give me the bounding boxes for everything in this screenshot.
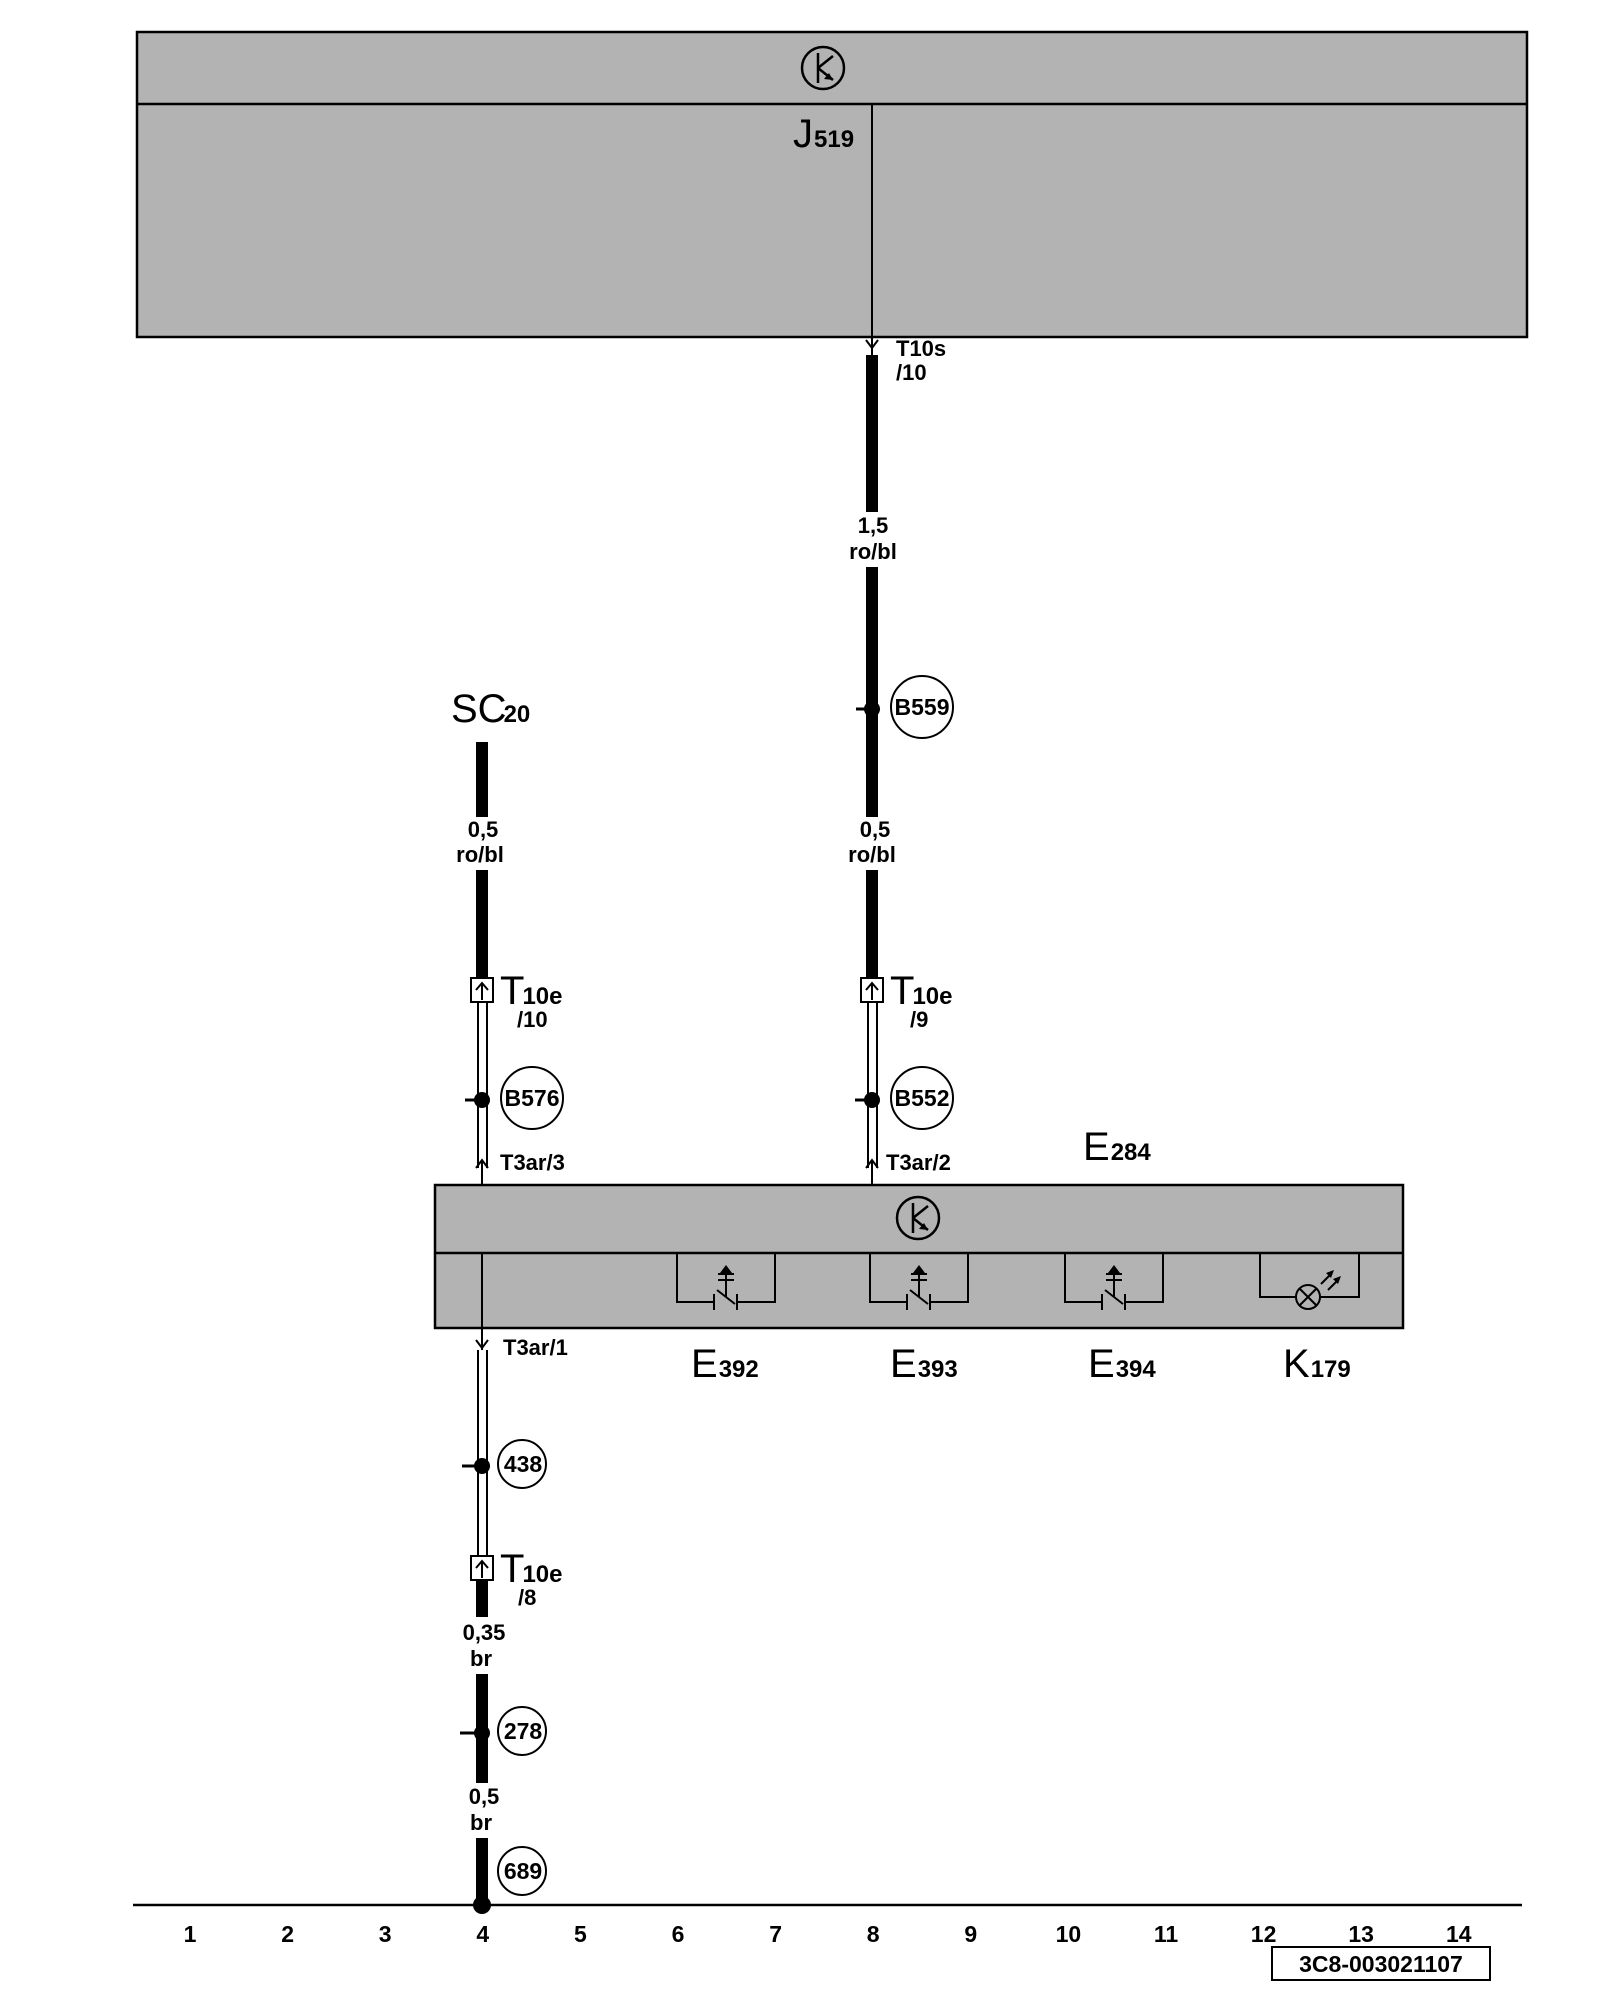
node-689: 689 bbox=[497, 1846, 547, 1896]
connector-t10e-8: T10e /8 bbox=[470, 1547, 562, 1610]
t3ar-3-label: T3ar/3 bbox=[500, 1150, 565, 1175]
svg-text:T10e: T10e bbox=[890, 969, 952, 1013]
wire1-color: ro/bl bbox=[849, 539, 897, 564]
unit-e284: E284 bbox=[433, 1125, 1405, 1386]
electronic-symbol-icon bbox=[895, 1195, 941, 1241]
e392-label: E392 bbox=[691, 1342, 759, 1386]
column-number: 2 bbox=[281, 1921, 294, 1947]
wire5-color: br bbox=[470, 1810, 492, 1835]
j519-label: J519 bbox=[793, 112, 854, 156]
wire1-size: 1,5 bbox=[858, 513, 889, 538]
svg-text:B552: B552 bbox=[895, 1085, 950, 1111]
switch-e394-icon bbox=[1064, 1253, 1164, 1310]
column-number: 14 bbox=[1446, 1921, 1472, 1947]
t10s-pin: /10 bbox=[896, 360, 927, 385]
svg-text:278: 278 bbox=[504, 1718, 543, 1744]
column-number: 11 bbox=[1154, 1921, 1179, 1947]
switch-e393-icon bbox=[869, 1253, 969, 1310]
wire-col4-upper: SC20 0,5 ro/bl T10e /10 B576 T3ar/3 bbox=[451, 687, 565, 1185]
wire3-size: 0,5 bbox=[468, 817, 499, 842]
column-number: 1 bbox=[184, 1921, 197, 1947]
column-number: 7 bbox=[769, 1921, 782, 1947]
connector-t10e-10: T10e /10 bbox=[470, 969, 562, 1032]
wire2-size: 0,5 bbox=[860, 817, 891, 842]
wire-col8: T10s /10 1,5 ro/bl B559 0,5 ro/bl T10e /… bbox=[848, 336, 954, 1185]
t3ar-1-label: T3ar/1 bbox=[503, 1335, 568, 1360]
lamp-k179-icon bbox=[1259, 1253, 1360, 1310]
node-278: 278 bbox=[460, 1706, 547, 1756]
sc20-label: SC20 bbox=[451, 687, 530, 731]
t10s-label: T10s bbox=[896, 336, 946, 361]
e284-label: E284 bbox=[1083, 1125, 1151, 1169]
svg-text:T10e: T10e bbox=[500, 1547, 562, 1591]
e394-label: E394 bbox=[1088, 1342, 1156, 1386]
switch-e392-icon bbox=[676, 1253, 776, 1310]
column-number: 4 bbox=[476, 1921, 489, 1947]
wire5-size: 0,5 bbox=[469, 1784, 500, 1809]
column-number: 5 bbox=[574, 1921, 587, 1947]
svg-text:/10: /10 bbox=[517, 1007, 548, 1032]
wire4-size: 0,35 bbox=[463, 1620, 506, 1645]
node-b552: B552 bbox=[855, 1066, 954, 1130]
svg-text:B559: B559 bbox=[895, 694, 950, 720]
electronic-symbol-icon bbox=[800, 45, 846, 91]
doc-number-box: 3C8-003021107 bbox=[1271, 1946, 1491, 1981]
k179-label: K179 bbox=[1283, 1342, 1351, 1386]
wire2-color: ro/bl bbox=[848, 842, 896, 867]
node-b576: B576 bbox=[465, 1066, 564, 1130]
svg-text:T10e: T10e bbox=[500, 969, 562, 1013]
doc-number: 3C8-003021107 bbox=[1299, 1951, 1463, 1977]
svg-text:/8: /8 bbox=[518, 1585, 536, 1610]
column-number: 8 bbox=[867, 1921, 880, 1947]
connector-t10e-9: T10e /9 bbox=[860, 969, 952, 1032]
wire4-color: br bbox=[470, 1646, 492, 1671]
column-number: 10 bbox=[1056, 1921, 1082, 1947]
wire3-color: ro/bl bbox=[456, 842, 504, 867]
column-number: 13 bbox=[1348, 1921, 1374, 1947]
control-unit-j519: J519 bbox=[135, 30, 1529, 339]
e393-label: E393 bbox=[890, 1342, 958, 1386]
column-number: 9 bbox=[964, 1921, 977, 1947]
column-number: 6 bbox=[672, 1921, 685, 1947]
column-number: 3 bbox=[379, 1921, 392, 1947]
node-438: 438 bbox=[462, 1439, 547, 1489]
wire-col4-lower: T3ar/1 438 T10e /8 0,35 br 278 0,5 br bbox=[460, 1328, 568, 1914]
svg-text:B576: B576 bbox=[505, 1085, 560, 1111]
column-number: 12 bbox=[1251, 1921, 1277, 1947]
svg-text:689: 689 bbox=[504, 1858, 542, 1884]
svg-text:438: 438 bbox=[504, 1451, 543, 1477]
svg-text:/9: /9 bbox=[910, 1007, 928, 1032]
node-b559: B559 bbox=[856, 675, 954, 739]
t3ar-2-label: T3ar/2 bbox=[886, 1150, 951, 1175]
